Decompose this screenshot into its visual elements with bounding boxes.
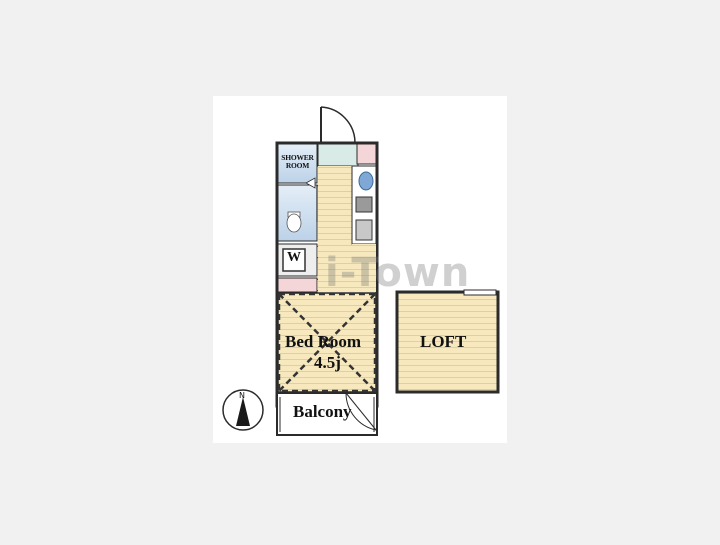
loft-outline-dashed	[277, 292, 377, 393]
compass-icon	[222, 389, 264, 431]
corridor-floor	[318, 166, 352, 292]
stove-icon	[355, 196, 373, 213]
loft-label: LOFT	[420, 332, 467, 351]
compass-north-label: N	[239, 391, 245, 400]
washer-label: W	[287, 250, 301, 265]
bedroom-label: Bed Room	[285, 332, 362, 351]
loft-floor	[395, 290, 500, 394]
watermark: i-Town	[325, 250, 471, 296]
loft-ladder-opening	[463, 289, 497, 296]
balcony-area	[276, 392, 378, 436]
pink-tile-area	[277, 277, 318, 293]
balcony-door	[345, 392, 377, 431]
entrance-floor	[317, 143, 359, 167]
shower-room-label: SHOWER ROOM	[281, 153, 314, 170]
shoe-box	[356, 143, 377, 165]
bedroom-size-label: 4.5j	[314, 353, 341, 372]
shower-room	[277, 143, 318, 184]
balcony-label: Balcony	[293, 402, 352, 421]
toilet-icon	[286, 211, 302, 233]
corridor-floor-2	[352, 244, 376, 292]
sink-icon	[358, 171, 374, 191]
washer-icon	[282, 248, 306, 272]
entrance-door	[320, 106, 356, 144]
fridge-space	[355, 219, 373, 241]
